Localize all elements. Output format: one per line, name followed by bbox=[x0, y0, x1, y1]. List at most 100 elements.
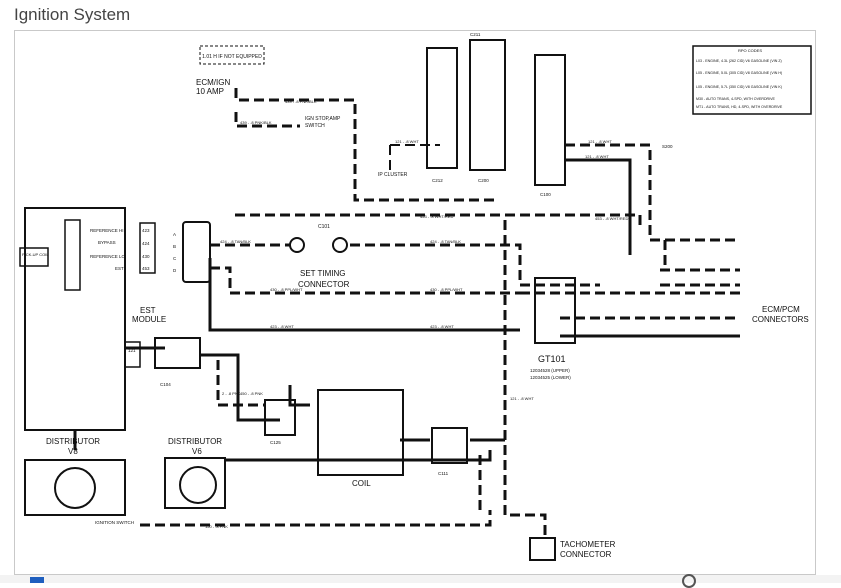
pin-d: D bbox=[173, 268, 177, 273]
tach-connector-box bbox=[529, 537, 556, 561]
gt101-sub-1: 12034528 (UPPER) bbox=[530, 368, 570, 373]
bottom-toolbar bbox=[0, 575, 841, 583]
pin-424: 424 bbox=[142, 241, 150, 246]
pin-121: 121 bbox=[128, 348, 136, 353]
c100-label: C100 bbox=[540, 192, 551, 197]
c212-label: C212 bbox=[432, 178, 443, 183]
wire-c104-dash bbox=[216, 360, 265, 407]
info-icon[interactable] bbox=[682, 574, 696, 588]
pickup-coil-label: PICK-UP COIL bbox=[22, 252, 49, 257]
c111-connector bbox=[431, 427, 468, 464]
rpo-title: RPO CODES bbox=[738, 48, 762, 53]
wire-dist-v6 bbox=[225, 450, 492, 462]
wire-label-5: 424 - .8 TAN/BLK bbox=[220, 239, 251, 244]
est-pin-box bbox=[124, 341, 141, 368]
rpo-box bbox=[692, 45, 812, 115]
pin-453: 453 bbox=[142, 266, 150, 271]
est-connector bbox=[139, 222, 156, 274]
wire-right-bus bbox=[648, 195, 667, 270]
distributor-v8-label-1: DISTRIBUTOR bbox=[46, 437, 100, 446]
coil-label: COIL bbox=[352, 479, 371, 488]
wire-c200-b bbox=[565, 158, 632, 255]
distributor-v6-cap bbox=[179, 466, 217, 504]
wire-ecm-ign-feed bbox=[234, 88, 495, 202]
rpo-line-3: L05 - ENGINE, 5.7L (350 CID) V8 GASOLINE… bbox=[696, 85, 782, 89]
pin-b: B bbox=[173, 244, 176, 249]
pin-c: C bbox=[173, 256, 177, 261]
wire-label-15: 450 - .8 PNK bbox=[240, 391, 263, 396]
tach-label-2: CONNECTOR bbox=[560, 550, 612, 559]
set-timing-label-1: SET TIMING bbox=[300, 269, 346, 278]
pickup-coil-box bbox=[19, 247, 49, 267]
ref-hi-label: REFERENCE HI bbox=[90, 228, 124, 233]
ecm-ign-label: ECM/IGN bbox=[196, 78, 230, 87]
wire-label-2: 439 - .8 PNK/BLK bbox=[240, 120, 272, 125]
wire-label-1: 439 - .8 PNK/BLK bbox=[285, 99, 317, 104]
note-cloud bbox=[199, 45, 265, 65]
note-text: 1.01 H IF NOT EQUIPPED bbox=[202, 54, 262, 60]
ignition-switch-label: IGNITION SWITCH bbox=[95, 520, 134, 525]
wire-label-16: 121 - .8 WHT bbox=[510, 396, 534, 401]
c104-label: C104 bbox=[160, 382, 171, 387]
ign-sw-label: SWITCH bbox=[305, 123, 325, 129]
set-timing-left bbox=[289, 237, 305, 253]
distributor-v8-box bbox=[24, 459, 126, 516]
ecm-amp-label: 10 AMP bbox=[196, 87, 224, 96]
est-module-box bbox=[24, 207, 126, 431]
distributor-v8-label-2: V8 bbox=[68, 447, 78, 456]
s200-label: S200 bbox=[662, 144, 673, 149]
c212-block bbox=[426, 47, 458, 169]
ign-stop-label: IGN STOP,AMP bbox=[305, 116, 341, 122]
wire-430-ppl-wht bbox=[210, 266, 740, 295]
rpo-line-2: L05 - ENGINE, 5.0L (305 CID) V8 GASOLINE… bbox=[696, 71, 782, 75]
bookmark-icon[interactable] bbox=[30, 577, 44, 583]
c101-connector bbox=[182, 221, 211, 283]
rpo-line-5: MT1 - AUTO TRANS, HD, 4-SPD, WITH OVERDR… bbox=[696, 105, 783, 109]
gt101-sub-2: 12034525 (LOWER) bbox=[530, 375, 571, 380]
coil-box bbox=[317, 389, 404, 476]
wire-424-tan-blk bbox=[210, 243, 600, 287]
ref-lo-label: REFERENCE LO bbox=[90, 254, 126, 259]
wire-label-3: 121 - .8 WHT bbox=[395, 139, 419, 144]
c211-block bbox=[469, 39, 506, 171]
c100-block bbox=[534, 54, 566, 186]
est-label: EST bbox=[115, 266, 124, 271]
c125-connector bbox=[264, 399, 296, 436]
ecm-pcm-label-1: ECM/PCM bbox=[762, 305, 800, 314]
c101-label: C101 bbox=[318, 224, 330, 230]
tach-label-1: TACHOMETER bbox=[560, 540, 616, 549]
wire-label-6: 430 - .8 PPL/WHT bbox=[270, 287, 303, 292]
distributor-v6-box bbox=[164, 457, 226, 509]
est-module-label-1: EST bbox=[140, 306, 156, 315]
c125-label: C125 bbox=[270, 440, 281, 445]
est-module-label-2: MODULE bbox=[132, 315, 166, 324]
wire-label-8: 424 - .8 TAN/BLK bbox=[430, 239, 461, 244]
distributor-v6-label-2: V6 bbox=[192, 447, 202, 456]
wire-label-4: 453 - .8 WHT/RED bbox=[420, 214, 453, 219]
est-module-inner bbox=[64, 219, 81, 291]
pin-430: 430 bbox=[142, 254, 150, 259]
wire-c200-out bbox=[565, 143, 652, 195]
distributor-v6-label-1: DISTRIBUTOR bbox=[168, 437, 222, 446]
set-timing-right bbox=[332, 237, 348, 253]
c200-label: C200 bbox=[478, 178, 489, 183]
rpo-line-4: M30 - AUTO TRANS, 4-SPD, WITH OVERDRIVE bbox=[696, 97, 776, 101]
wire-label-7: 423 - .8 WHT bbox=[270, 324, 294, 329]
wire-label-11: 453 - .8 WHT/RED bbox=[595, 216, 628, 221]
wire-label-9: 430 - .8 PPL/WHT bbox=[430, 287, 463, 292]
c104-connector bbox=[154, 337, 201, 369]
wire-c104-down bbox=[200, 353, 280, 422]
wire-ign-stop bbox=[234, 112, 300, 128]
gt101-label: GT101 bbox=[538, 354, 566, 364]
set-timing-label-2: CONNECTOR bbox=[298, 280, 350, 289]
wire-121-down bbox=[503, 220, 547, 535]
pin-423: 423 bbox=[142, 228, 150, 233]
diagram-frame bbox=[14, 30, 816, 575]
c111-label: C111 bbox=[438, 471, 449, 476]
wire-label-13: 121 - .8 WHT bbox=[588, 139, 612, 144]
wire-label-14: 2 - .8 PNK bbox=[222, 391, 241, 396]
wire-label-17: 150 - .8 PNK bbox=[205, 524, 228, 529]
pin-a: A bbox=[173, 232, 176, 237]
distributor-v8-cap bbox=[54, 467, 96, 509]
